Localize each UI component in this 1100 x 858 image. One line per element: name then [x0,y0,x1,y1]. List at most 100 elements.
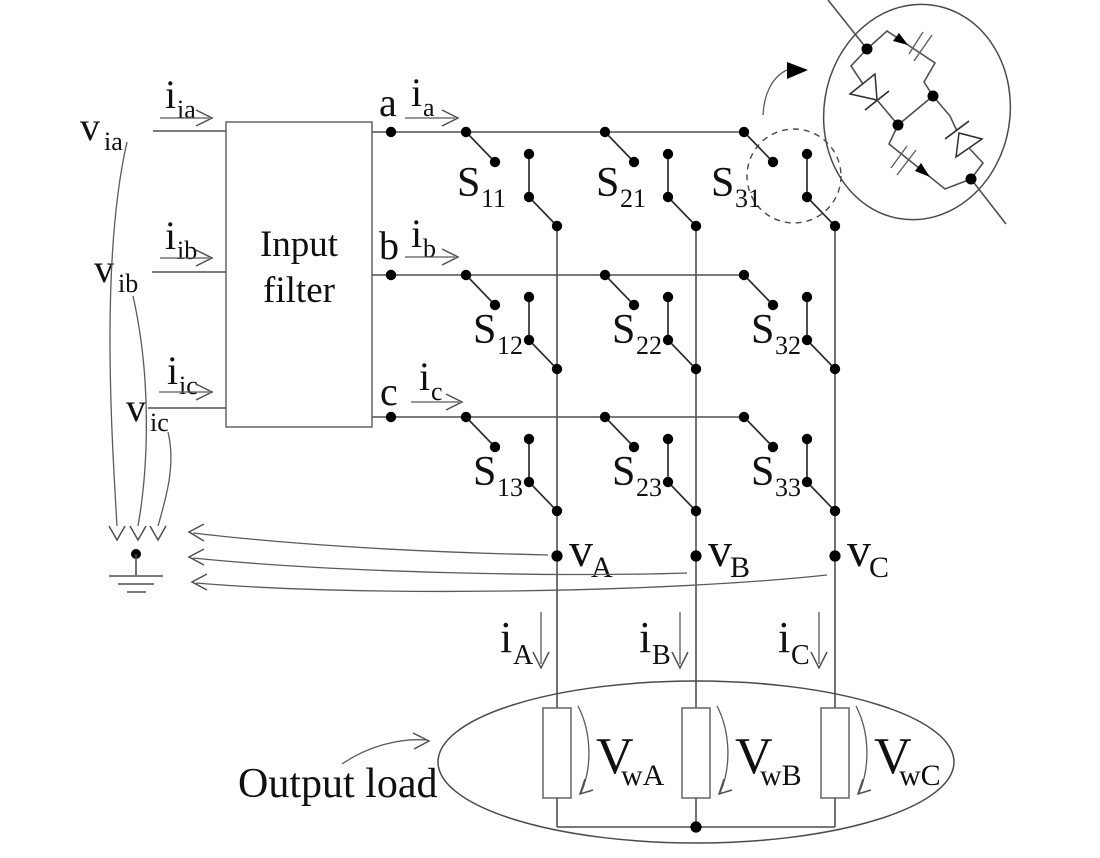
output-load: i A i B i C V wA V wB V wC [238,612,955,844]
V-wA-label: V [596,728,634,785]
i-b-label: i [411,211,422,256]
i-C-label: i [778,613,790,662]
i-B-label: i [639,613,651,662]
switch-s23: S 23 [599,411,702,517]
switch-s11: S 11 [457,126,563,232]
i-c-sub: c [431,377,443,406]
arrow-down-icon [149,525,167,542]
igbt-arrow-icon [915,163,930,177]
output-node-C: v C [829,524,889,584]
row-bus-b: b i b [372,211,744,281]
s33-label: S [751,449,774,495]
V-wC-label: V [874,728,912,785]
switch-s13: S 13 [460,411,563,517]
ref-curve-vic [157,431,172,527]
i-ib-sub: ib [177,236,197,265]
s23-sub: 23 [636,473,662,502]
input-filter-label-line1: Input [260,224,339,265]
ref-curve-vib [132,295,148,527]
load-ellipse [437,680,955,844]
s33-sub: 33 [775,473,801,502]
v-ib-label: v [94,246,114,291]
V-wA-sub: wA [621,759,665,792]
arrow-right-icon [412,732,431,750]
detail-entry-wire [827,0,868,50]
diode-wire-bottom-out [968,147,985,180]
arrow-right-icon [445,393,464,411]
arrow-icon [717,778,733,796]
output-node-A: v A [551,524,613,584]
input-phase-a: v ia i ia [80,72,226,156]
V-wC-sub: wC [899,759,941,792]
ground-reference [108,141,828,593]
igbt-gate-bar [890,145,908,169]
output-load-label: Output load [238,761,437,807]
i-ic-sub: ic [179,371,198,400]
v-B-label: v [708,524,732,577]
arrow-right-icon [441,109,460,127]
s11-label: S [457,160,480,206]
v-A-sub: A [591,551,613,584]
node-b-label: b [379,223,399,268]
s22-label: S [612,307,635,353]
arrow-right-icon [195,249,214,267]
ref-line-vA [192,532,549,556]
detail-middle-link [897,95,934,126]
arrow-down-icon [810,651,828,670]
s13-sub: 13 [497,473,523,502]
output-load-pointer-curve [341,739,427,765]
detail-pointer-curve [762,69,788,116]
i-B-sub: B [652,640,671,671]
arrow-down-icon [108,525,126,542]
s12-sub: 12 [497,331,523,360]
arrow-down-icon [532,651,550,670]
row-bus-c: c i c [372,354,744,423]
bidirectional-switch-detail [822,0,1012,225]
load-resistor-B [681,707,711,799]
ref-curve-via [109,141,128,527]
arrow-right-icon [441,248,460,266]
arrow-right-icon [195,109,214,127]
igbt-gate-bar [908,31,924,55]
v-ic-sub: ic [150,408,169,437]
igbt-wire-top [866,29,937,97]
diode-wire-bottom [932,95,958,132]
igbt-arrow-icon [893,33,908,45]
i-ic-label: i [167,348,178,393]
arrow-icon [856,778,872,796]
s21-label: S [596,160,619,206]
igbt-wire-bottom [888,124,972,190]
i-b-sub: b [423,234,436,263]
s21-sub: 21 [620,184,646,213]
v-A-label: v [569,524,593,577]
s31-sub: 31 [735,184,761,213]
V-wB-label: V [735,728,773,785]
v-C-sub: C [869,551,889,584]
ref-line-vC [195,574,828,593]
arrow-down-icon [129,525,147,542]
arrow-left-icon [187,523,205,542]
switch-s32: S 32 [738,269,841,375]
s32-sub: 32 [775,331,801,360]
v-ia-label: v [80,104,100,149]
i-ib-label: i [165,213,176,258]
voltage-arc-A [577,705,590,794]
i-ia-label: i [165,72,176,117]
node-c-label: c [380,369,398,414]
arrow-left-icon [187,548,205,566]
detail-ellipse [822,3,1012,221]
i-ia-sub: ia [177,95,196,124]
arrow-icon [578,778,594,796]
input-filter-label-line2: filter [263,270,335,311]
dashed-highlight-circle [746,128,842,224]
i-c-label: i [419,354,430,399]
igbt-gate-bar [913,34,933,62]
i-a-label: i [411,70,422,115]
switch-s22: S 22 [599,269,702,375]
i-C-sub: C [791,640,810,671]
s23-label: S [612,449,635,495]
row-bus-a: a i a [372,70,744,138]
switch-s33: S 33 [738,411,841,517]
diode-cathode-bar [944,120,970,140]
